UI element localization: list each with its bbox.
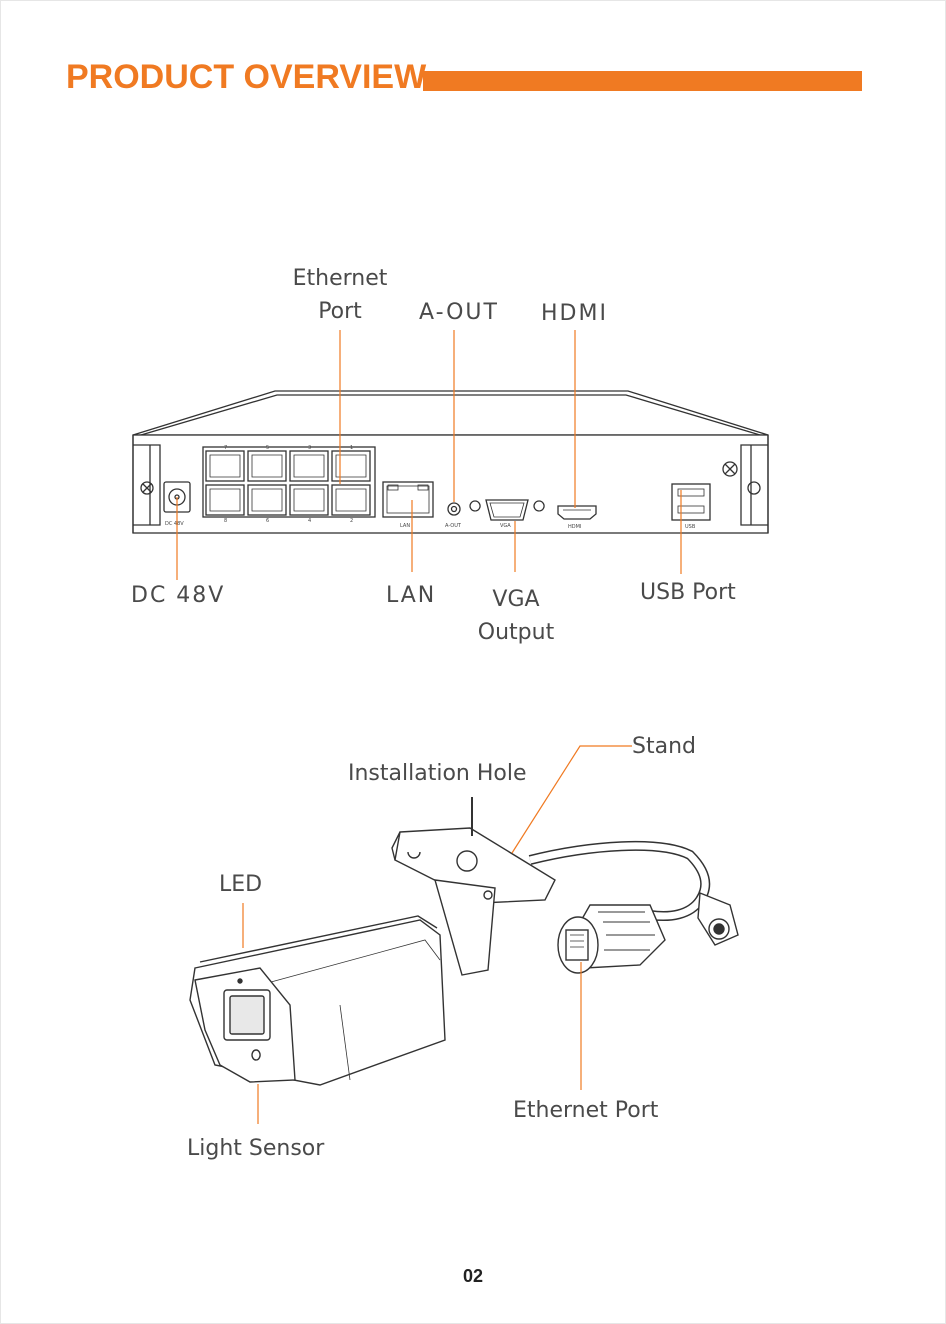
label-dc48v: DC 48V: [131, 579, 225, 612]
port-number: 3: [308, 445, 311, 451]
label-vga-line2: Output: [455, 616, 577, 649]
port-number: 1: [350, 445, 353, 451]
panel-vga: VGA: [500, 523, 511, 529]
label-ethernet-port-line2: Port: [275, 295, 405, 328]
label-vga-output: VGA Output: [455, 583, 577, 649]
panel-a-out: A-OUT: [445, 523, 462, 529]
page-number: 02: [0, 1266, 946, 1287]
port-number: 4: [308, 518, 311, 524]
nvr-device: [133, 391, 768, 533]
label-led: LED: [219, 868, 262, 901]
panel-usb: USB: [685, 524, 696, 530]
label-a-out: A-OUT: [419, 296, 499, 329]
label-vga-line1: VGA: [455, 583, 577, 616]
label-stand: Stand: [632, 730, 696, 763]
port-number: 6: [266, 518, 269, 524]
label-ethernet-port-line1: Ethernet: [275, 262, 405, 295]
label-hdmi: HDMI: [541, 297, 608, 330]
panel-hdmi: HDMI: [568, 524, 581, 530]
port-number: 8: [224, 518, 227, 524]
label-usb-port: USB Port: [640, 576, 736, 609]
label-lan: LAN: [386, 579, 436, 612]
label-ethernet-port-camera: Ethernet Port: [513, 1094, 658, 1127]
panel-lan: LAN: [400, 523, 410, 529]
port-number: 2: [350, 518, 353, 524]
label-light-sensor: Light Sensor: [187, 1132, 324, 1165]
panel-dc48v: DC 48V: [165, 521, 184, 527]
camera-device: [190, 828, 738, 1085]
port-number: 7: [224, 445, 227, 451]
label-ethernet-port: Ethernet Port: [275, 262, 405, 328]
label-installation-hole: Installation Hole: [348, 757, 527, 790]
port-number: 5: [266, 445, 269, 451]
